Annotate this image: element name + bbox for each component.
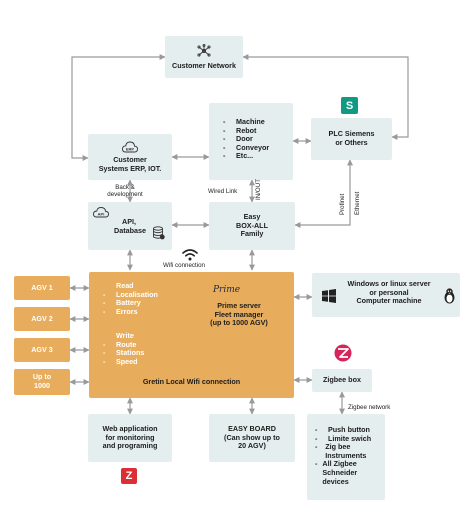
zigbee-box-node: Zigbee box xyxy=(312,369,372,392)
api-database-node: API API, Database xyxy=(88,202,172,250)
agv-2-label: AGV 2 xyxy=(31,313,53,323)
agv-more-label-2: 1000 xyxy=(34,381,50,390)
fleet-manager-node: Read Localisation Battery Errors Write R… xyxy=(89,272,294,398)
customer-systems-label-1: Customer xyxy=(113,155,147,165)
easy-box-label-1: Easy xyxy=(243,212,261,222)
list-item: Errors xyxy=(103,307,158,317)
customer-network-node: Customer Network xyxy=(165,36,243,78)
write-section: Write Route Stations Speed xyxy=(103,331,144,367)
write-title: Write xyxy=(116,331,134,340)
read-section: Read Localisation Battery Errors xyxy=(103,281,158,317)
easy-board-label-1: EASY BOARD xyxy=(228,424,276,434)
linux-penguin-icon xyxy=(444,288,455,304)
list-item: All Zigbee Schneider devices xyxy=(315,460,379,486)
server-label-2: or personal xyxy=(369,287,409,297)
fleet-capacity-label: (up to 1000 AGV) xyxy=(210,318,268,328)
zigbee-icon xyxy=(334,344,352,362)
customer-systems-label-2: Systems ERP, IOT. xyxy=(98,164,162,173)
windows-icon xyxy=(322,289,336,303)
zigbee-network-label: Zigbee network xyxy=(348,404,391,411)
read-title: Read xyxy=(116,281,134,290)
list-item: Zig bee Instruments xyxy=(315,442,379,460)
database-label: Database xyxy=(114,226,146,235)
web-app-node: Web application for monitoring and progr… xyxy=(88,414,172,462)
erp-cloud-icon: ERP xyxy=(122,141,138,153)
zigbee-box-label: Zigbee box xyxy=(323,375,361,385)
wifi-connection-label: Wifi connection xyxy=(163,262,205,269)
wired-link-label: Wired Link xyxy=(208,188,238,195)
profinet-label: Profinet xyxy=(339,193,346,215)
svg-text:API: API xyxy=(98,211,105,216)
siemens-logo: S xyxy=(341,97,358,114)
in-out-label: IN/OUT xyxy=(255,179,262,200)
customer-network-label: Customer Network xyxy=(172,60,236,70)
list-item: Speed xyxy=(103,357,144,367)
svg-text:ERP: ERP xyxy=(126,147,135,152)
list-item: Localisation xyxy=(103,290,158,300)
wifi-footer-label: Gretin Local Wifi connection xyxy=(142,377,241,386)
easy-board-label-2: (Can show up to xyxy=(224,432,280,442)
web-app-label-3: and programing xyxy=(102,441,158,451)
easy-board-node: EASY BOARD (Can show up to 20 AGV) xyxy=(209,414,295,462)
agv-1-label: AGV 1 xyxy=(31,282,53,292)
fleet-manager-label: Fleet manager xyxy=(214,309,264,319)
plc-node: PLC Siemens or Others xyxy=(311,118,392,160)
zigbee-devices-node: Push button Limite swich Zig bee Instrum… xyxy=(307,414,385,500)
web-app-label-1: Web application xyxy=(102,424,158,434)
machines-list: Machine Rebot Door Conveyor Etc... xyxy=(223,117,293,161)
z-app-icon: Z xyxy=(121,468,137,484)
web-app-label-2: for monitoring xyxy=(105,432,155,442)
server-label-3: Computer machine xyxy=(356,296,422,306)
list-item: Rebot xyxy=(223,126,293,136)
agv-3-node: AGV 3 xyxy=(14,338,70,362)
api-cloud-icon: API xyxy=(93,207,109,218)
list-item: Battery xyxy=(103,299,158,308)
server-node: Windows or linux server or personal Comp… xyxy=(312,273,460,317)
list-item: Machine xyxy=(223,117,293,127)
agv-1-node: AGV 1 xyxy=(14,276,70,300)
agv-2-node: AGV 2 xyxy=(14,307,70,331)
database-icon xyxy=(153,226,165,240)
list-item: Limite swich xyxy=(315,434,379,444)
plc-label-1: PLC Siemens xyxy=(328,129,375,139)
agv-more-label-1: Up to xyxy=(32,372,52,382)
easy-box-node: Easy BOX-ALL Family xyxy=(209,202,295,250)
server-text: Windows or linux server or personal Comp… xyxy=(336,279,442,306)
api-label: API, xyxy=(122,217,136,226)
back-development-label: Back & development xyxy=(107,184,143,199)
list-item: Stations xyxy=(103,349,144,358)
agv-3-label: AGV 3 xyxy=(31,344,53,354)
easy-board-label-3: 20 AGV) xyxy=(238,441,266,451)
list-item: Door xyxy=(223,135,293,144)
prime-logo: Prime xyxy=(213,285,241,295)
prime-server-label: Prime server xyxy=(217,301,261,310)
wifi-icon xyxy=(182,249,198,261)
list-item: Etc... xyxy=(223,152,293,161)
server-label-1: Windows or linux server xyxy=(347,279,431,288)
machines-node: Machine Rebot Door Conveyor Etc... xyxy=(209,103,293,180)
list-item: Conveyor xyxy=(223,143,293,153)
prime-server-block: Prime server Fleet manager (up to 1000 A… xyxy=(189,301,289,328)
plc-label-2: or Others xyxy=(335,138,368,147)
list-item: Route xyxy=(103,340,144,350)
list-item: Push button xyxy=(315,425,379,435)
network-icon xyxy=(197,43,211,57)
customer-systems-node: ERP Customer Systems ERP, IOT. xyxy=(88,134,172,180)
agv-more-node: Up to 1000 xyxy=(14,369,70,395)
easy-box-label-2: BOX-ALL xyxy=(236,220,268,230)
easy-box-label-3: Family xyxy=(240,229,264,239)
ethernet-label: Ethernet xyxy=(354,191,361,215)
